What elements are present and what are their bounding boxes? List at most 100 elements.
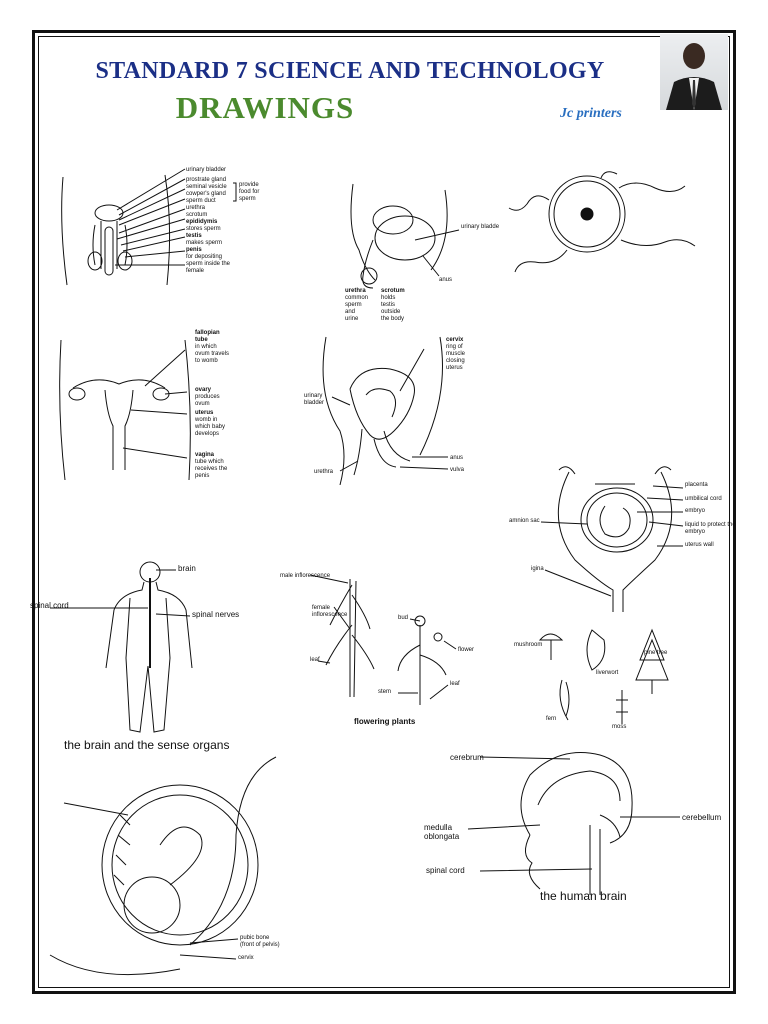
diagram-label: pubic bone: [240, 935, 270, 941]
diagram-label: develops: [195, 431, 220, 437]
diagram-label: urinary: [304, 393, 323, 399]
diagram-label: brain: [178, 564, 196, 573]
diagram-label: epididymis: [186, 219, 218, 225]
diagram-label: cervix: [238, 955, 254, 961]
diagram-label: tube which: [195, 459, 224, 465]
diagram-label: stem: [378, 689, 392, 695]
diagram-label: urinary bladde: [461, 224, 500, 230]
diagram-label: stores sperm: [186, 226, 221, 232]
diagram-label: uterus: [195, 410, 214, 416]
diagram-label: moss: [612, 724, 627, 730]
diagram-label: in which: [195, 344, 217, 350]
diagram-label: muscle: [446, 351, 466, 357]
diagram-label: provide: [239, 182, 259, 188]
diagram-label: igina: [531, 566, 544, 572]
diagram-label: (front of pelvis): [240, 942, 280, 948]
diagram-label: embryo: [685, 529, 706, 535]
brand-logo: Jc printers: [560, 106, 622, 121]
diagram-label: scrotum: [381, 288, 405, 294]
diagram-label: tube: [195, 337, 208, 343]
diagram-label: anus: [439, 277, 453, 283]
diagram-label: fallopian: [195, 330, 220, 336]
nervous-caption: the brain and the sense organs: [64, 738, 230, 752]
diagram-label: liverwort: [596, 670, 619, 676]
diagram-label: liquid to protect the: [685, 522, 736, 528]
author-photo: [660, 34, 728, 110]
diagram-label: spinal cord: [426, 866, 465, 875]
diagram-label: sperm: [345, 302, 362, 308]
diagram-label: mushroom: [514, 642, 543, 648]
diagram-label: seminal vesicle: [186, 184, 227, 190]
diagram-label: ovum: [195, 401, 210, 407]
diagram-label: the body: [381, 316, 405, 322]
diagram-label: food for: [239, 189, 260, 195]
diagram-label: prostrate gland: [186, 177, 227, 183]
diagram-label: uterus wall: [685, 542, 714, 548]
diagram-label: ovum travels: [195, 351, 230, 357]
diagram-label: female: [312, 605, 331, 611]
diagram-label: receives the: [195, 466, 228, 472]
embryo-in-womb: placenta umbilical cord embryo liquid to…: [505, 460, 740, 615]
diagram-label: produces: [195, 394, 220, 400]
diagram-label: leaf: [450, 681, 460, 687]
diagram-label: male inflorescence: [280, 573, 331, 579]
diagram-label: inflorescence: [312, 612, 348, 618]
diagram-label: penis: [186, 247, 202, 253]
diagram-label: flower: [458, 647, 475, 653]
non-flowering-plants-diagram: mushroom liverwort pine tree fern moss: [512, 620, 692, 735]
page-border: [32, 30, 736, 994]
diagram-label: vulva: [450, 467, 465, 473]
diagram-label: cerebellum: [682, 813, 722, 822]
diagram-label: holds: [381, 295, 396, 301]
diagram-label: embryo: [685, 508, 706, 514]
diagram-label: medulla: [424, 823, 453, 832]
diagram-label: vagina: [195, 452, 215, 458]
diagram-label: ring of: [446, 344, 463, 350]
diagram-label: leaf: [310, 657, 320, 663]
sperm-egg-diagram: [505, 170, 705, 280]
diagram-label: sperm: [239, 196, 256, 202]
diagram-label: common: [345, 295, 369, 301]
diagram-label: placenta: [685, 482, 708, 488]
plants-caption: flowering plants: [354, 717, 416, 726]
diagram-label: for depositing: [186, 254, 223, 260]
diagram-label: amnion sac: [509, 518, 540, 524]
page-title: STANDARD 7 SCIENCE AND TECHNOLOGY: [95, 58, 605, 84]
diagram-label: bud: [398, 615, 409, 621]
diagram-label: urinary bladder: [186, 167, 227, 173]
diagram-label: womb in: [195, 417, 218, 423]
diagram-label: anus: [450, 455, 464, 461]
diagram-label: sperm inside the: [186, 261, 231, 267]
nervous-system-diagram: brain spinal cord spinal nerves the brai…: [30, 558, 275, 753]
diagram-label: outside: [381, 309, 401, 315]
diagram-label: fern: [546, 716, 557, 722]
diagram-label: spinal cord: [30, 601, 69, 610]
diagram-label: female: [186, 268, 205, 274]
diagram-label: urine: [345, 316, 359, 322]
brain-caption: the human brain: [540, 889, 627, 903]
diagram-label: and: [345, 309, 356, 315]
diagram-label: makes sperm: [186, 240, 223, 246]
diagram-label: umbilical cord: [685, 496, 722, 502]
diagram-label: cerebrum: [450, 753, 484, 762]
diagram-label: spinal nerves: [192, 610, 240, 619]
diagram-label: testis: [186, 233, 202, 239]
diagram-label: testis: [381, 302, 396, 308]
diagram-label: cervix: [446, 337, 464, 343]
diagram-label: urethra: [345, 288, 366, 294]
diagram-label: which baby: [195, 424, 226, 430]
diagram-label: oblongata: [424, 832, 460, 841]
diagram-label: cowper's gland: [186, 191, 226, 197]
diagram-label: sperm duct: [186, 198, 216, 204]
diagram-label: pine tree: [644, 650, 668, 656]
page-subtitle: DRAWINGS: [175, 90, 355, 125]
diagram-label: closing: [446, 358, 465, 364]
diagram-label: to womb: [195, 358, 218, 364]
diagram-label: uterus: [446, 365, 463, 371]
diagram-label: scrotum: [186, 212, 208, 218]
diagram-label: urethra: [314, 469, 334, 475]
